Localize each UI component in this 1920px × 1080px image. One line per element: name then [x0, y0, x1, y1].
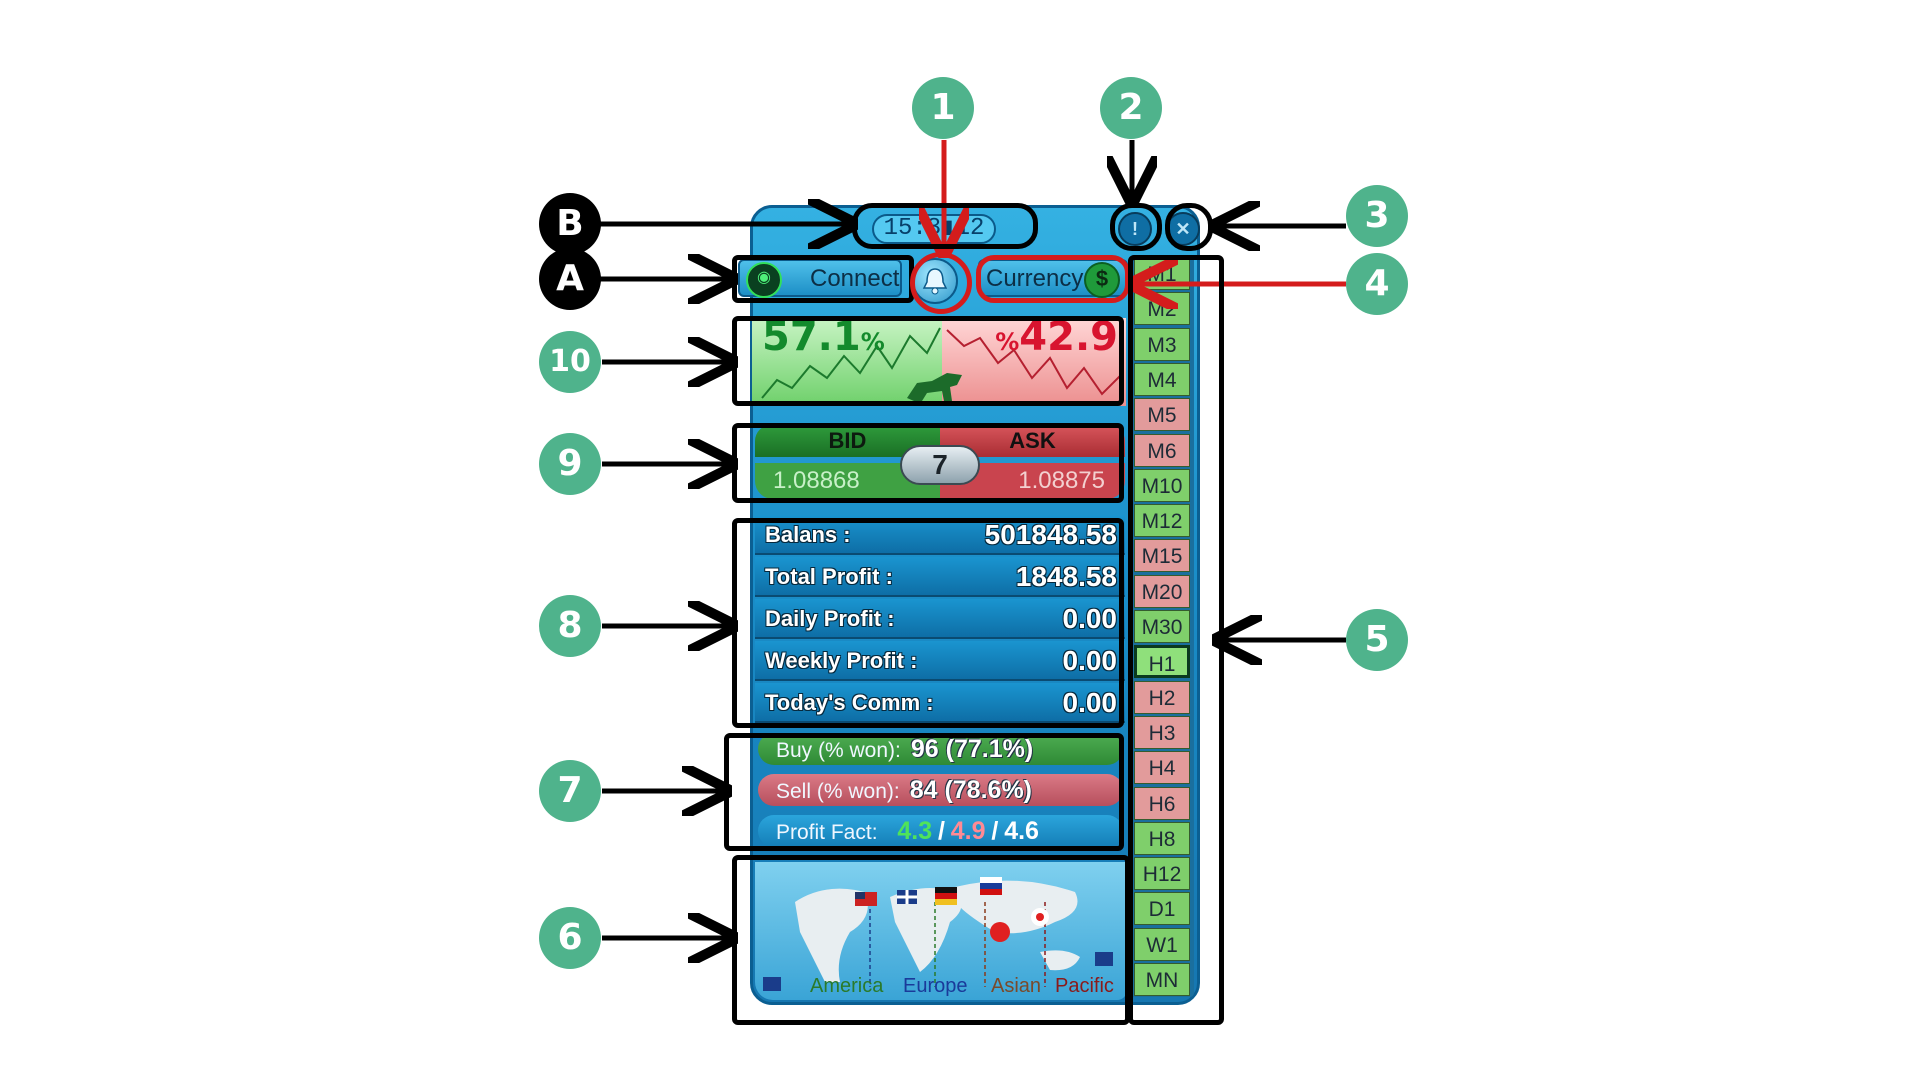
timeframe-m30[interactable]: M30	[1134, 610, 1190, 643]
timeframe-m10[interactable]: M10	[1134, 468, 1190, 502]
marker-3: 3	[1346, 185, 1408, 247]
marker-10: 10	[539, 331, 601, 393]
session-america: America	[810, 975, 884, 997]
marker-8: 8	[539, 595, 601, 657]
sessions-map: America Europe Asian Pacific	[755, 862, 1127, 1000]
timeframe-h8[interactable]: H8	[1134, 821, 1190, 855]
marker-5: 5	[1346, 609, 1408, 671]
wifi-icon: ◉	[746, 262, 782, 298]
session-asian: Asian	[991, 975, 1042, 997]
timeframe-h2[interactable]: H2	[1134, 680, 1190, 714]
timeframe-m5[interactable]: M5	[1134, 398, 1190, 432]
buy-stats-pill: Buy (% won):96 (77.1%)	[758, 733, 1123, 765]
quote-box: BID ASK 1.08868 1.08875 7	[755, 425, 1125, 500]
marker-4: 4	[1346, 253, 1408, 315]
dollar-icon: $	[1084, 262, 1120, 298]
profit-factor-pill: Profit Fact: 4.3 / 4.9 / 4.6	[758, 815, 1123, 847]
trend-lines	[761, 327, 1121, 399]
frame-connect	[732, 255, 914, 303]
win-ratio-chart: 57.1% %42.9	[752, 318, 1126, 406]
timeframe-h1[interactable]: H1	[1134, 645, 1190, 679]
frame-currency	[976, 255, 1130, 303]
stat-row-daily-profit: Daily Profit :0.00	[755, 599, 1125, 639]
frame-quotes	[732, 423, 1124, 503]
marker-6: 6	[539, 907, 601, 969]
frame-chart	[732, 316, 1124, 406]
sell-stats-pill: Sell (% won):84 (78.6%)	[758, 774, 1123, 806]
bull-area	[752, 318, 942, 406]
currency-button[interactable]: Currency $	[978, 259, 1128, 298]
connect-button[interactable]: ◉ Connect	[738, 259, 902, 298]
timeframe-m15[interactable]: M15	[1134, 539, 1190, 573]
marker-a: A	[539, 248, 601, 310]
frame-stats	[732, 518, 1124, 728]
stat-row-todays-comm: Today's Comm :0.00	[755, 683, 1125, 723]
bear-percent: %42.9	[995, 318, 1118, 360]
currency-label: Currency	[986, 265, 1084, 292]
timeframe-m12[interactable]: M12	[1134, 504, 1190, 538]
frame-bell	[910, 252, 972, 314]
frame-close	[1165, 203, 1213, 251]
timeframe-h4[interactable]: H4	[1134, 751, 1190, 785]
marker-7: 7	[539, 760, 601, 822]
bull-icon	[902, 363, 972, 403]
frame-map	[732, 855, 1130, 1025]
timeframe-m20[interactable]: M20	[1134, 574, 1190, 608]
frame-info	[1110, 203, 1162, 251]
session-europe: Europe	[903, 975, 968, 997]
timeframe-h3[interactable]: H3	[1134, 715, 1190, 749]
timeframe-h12[interactable]: H12	[1134, 857, 1190, 891]
session-pacific: Pacific	[1055, 975, 1114, 997]
timeframe-mn[interactable]: MN	[1134, 963, 1190, 996]
frame-time	[852, 203, 1038, 249]
bear-area	[942, 318, 1126, 406]
timeframe-m6[interactable]: M6	[1134, 433, 1190, 467]
marker-1: 1	[912, 77, 974, 139]
frame-performance	[724, 733, 1124, 851]
timeframe-m3[interactable]: M3	[1134, 327, 1190, 361]
connect-label: Connect	[810, 265, 900, 292]
timeframe-d1[interactable]: D1	[1134, 892, 1190, 926]
bull-percent: 57.1%	[762, 318, 885, 360]
world-map-icon	[763, 877, 1113, 991]
spread-badge: 7	[900, 445, 980, 485]
marker-9: 9	[539, 433, 601, 495]
stat-row-total-profit: Total Profit :1848.58	[755, 557, 1125, 597]
stat-row-weekly-profit: Weekly Profit :0.00	[755, 641, 1125, 681]
marker-b: B	[539, 193, 601, 255]
marker-2: 2	[1100, 77, 1162, 139]
frame-timeframes	[1128, 255, 1224, 1025]
timeframe-w1[interactable]: W1	[1134, 927, 1190, 961]
timeframe-m4[interactable]: M4	[1134, 362, 1190, 396]
timeframe-h6[interactable]: H6	[1134, 786, 1190, 820]
